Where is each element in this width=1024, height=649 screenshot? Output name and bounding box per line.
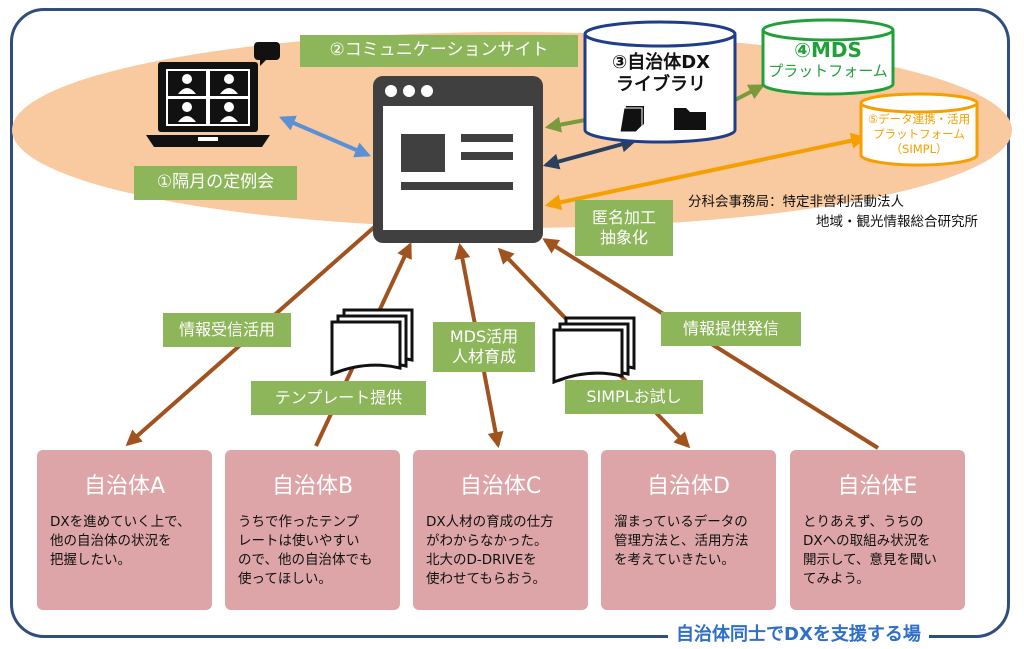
municipality-title: 自治体A <box>83 474 166 499</box>
site-simpl-arrow <box>544 132 868 211</box>
folder-icon <box>674 108 706 130</box>
file-icon <box>620 106 644 132</box>
meeting-label: ①隔月の定例会 <box>134 166 297 200</box>
simpl-label-line3: （SIMPL） <box>890 141 948 156</box>
document-stack-icon <box>552 316 636 384</box>
outer-frame <box>10 8 1010 638</box>
municipality-card-c: 自治体C DX人材の育成の仕方 がわからなかった。 北大のD-DRIVEを 使わ… <box>413 450 588 610</box>
municipality-title: 自治体C <box>459 474 542 499</box>
simpl-cylinder <box>859 92 979 167</box>
municipality-title: 自治体E <box>837 474 918 499</box>
mds-label-line1: ④MDS <box>794 38 862 62</box>
municipality-comment: DX人材の育成の仕方 がわからなかった。 北大のD-DRIVEを 使わせてもらお… <box>426 514 554 587</box>
municipality-card-d: 自治体D 溜まっているデータの 管理方法と、活用方法 を考えていきたい。 <box>601 450 776 610</box>
simpl-label: ⑤データ連携・活用 プラットフォーム （SIMPL） <box>858 112 980 157</box>
secretariat-line1: 分科会事務局：特定非営利活動法人 <box>688 194 904 210</box>
library-label-line1: ③自治体DX <box>611 52 711 73</box>
flow-mds-line2: 人材育成 <box>451 347 516 366</box>
mds-cylinder <box>761 18 895 96</box>
flow-template-label: テンプレート提供 <box>251 381 426 415</box>
document-stack-icon <box>330 308 414 376</box>
anonymize-line1: 匿名加工 <box>591 208 656 227</box>
video-conference-laptop-icon <box>146 42 280 147</box>
simpl-label-line2: プラットフォーム <box>873 126 965 141</box>
flow-provide-label: 情報提供発信 <box>661 312 801 346</box>
municipality-title: 自治体B <box>271 474 354 499</box>
municipality-card-a: 自治体A DXを進めていく上で、 他の自治体の状況を 把握したい。 <box>37 450 212 610</box>
library-label: ③自治体DX ライブラリ <box>592 52 730 95</box>
secretariat-line2: 地域・観光情報総合研究所 <box>816 213 978 230</box>
web-page-icon[interactable] <box>373 76 543 243</box>
anonymize-label: 匿名加工 抽象化 <box>575 200 673 256</box>
mds-label: ④MDS プラットフォーム <box>748 38 908 80</box>
meeting-site-arrow <box>279 115 371 158</box>
library-label-line2: ライブラリ <box>616 73 706 95</box>
simpl-label-line1: ⑤データ連携・活用 <box>867 112 971 126</box>
flow-simpl-trial-label: SIMPLお試し <box>565 380 703 414</box>
municipality-card-b: 自治体B うちで作ったテンプ レートは使いやすい ので、他の自治体でも 使ってほ… <box>225 450 400 610</box>
secretariat-text: 分科会事務局：特定非営利活動法人 地域・観光情報総合研究所 <box>688 193 978 232</box>
municipality-comment: DXを進めていく上で、 他の自治体の状況を 把握したい。 <box>50 514 191 568</box>
comm-site-label: ②コミュニケーションサイト <box>300 35 578 67</box>
municipality-card-e: 自治体E とりあえず、うちの DXへの取組み状況を 開示して、意見を聞い てみよ… <box>790 450 965 610</box>
municipality-title: 自治体D <box>647 474 730 499</box>
flow-mds-training-label: MDS活用 人材育成 <box>433 322 535 372</box>
municipality-comment: とりあえず、うちの DXへの取組み状況を 開示して、意見を聞い てみよう。 <box>803 514 937 587</box>
flow-receive-label: 情報受信活用 <box>163 313 291 347</box>
municipality-comment: うちで作ったテンプ レートは使いやすい ので、他の自治体でも 使ってほしい。 <box>238 514 373 587</box>
footer-caption: 自治体同士でDXを支援する場 <box>668 620 929 646</box>
anonymize-line2: 抽象化 <box>599 228 648 247</box>
library-mds-arrow <box>734 84 765 102</box>
mds-label-line2: プラットフォーム <box>768 62 888 80</box>
flow-mds-line1: MDS活用 <box>449 327 519 346</box>
municipality-comment: 溜まっているデータの 管理方法と、活用方法 を考えていきたい。 <box>614 514 749 568</box>
